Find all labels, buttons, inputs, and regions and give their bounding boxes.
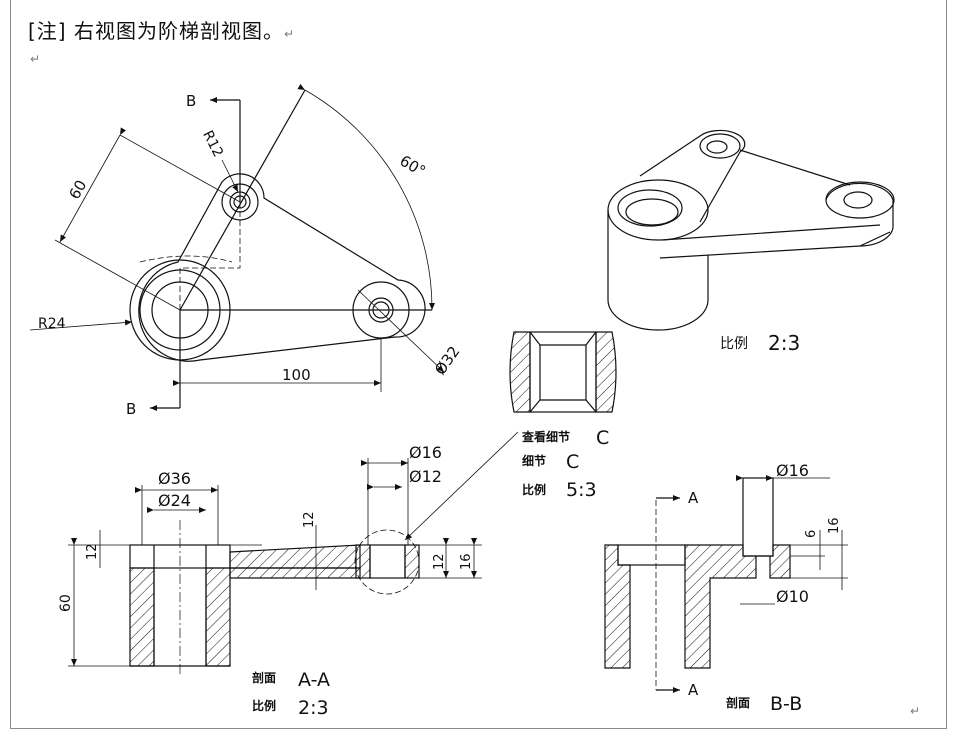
section-a-a: Ø36 Ø24 Ø16 Ø12 12 60 12 12 16 剖面 A-A 比例… [58, 443, 482, 719]
bb-counterbore [617, 544, 686, 566]
bb-dim-d10: Ø10 [776, 587, 809, 606]
section-bb-title-label: 剖面 [726, 695, 750, 710]
iso-right-boss [825, 182, 894, 247]
dim-d16-aa: Ø16 [409, 443, 442, 462]
paragraph-mark-3: ↵ [910, 704, 921, 718]
dim-16-right: 16 [459, 553, 474, 570]
iso-arm-edge [739, 149, 851, 186]
dim-12-left: 12 [85, 543, 100, 560]
bb-dim-6: 6 [804, 530, 819, 538]
section-aa-scale-label: 比例 [252, 698, 276, 713]
bb-dim-d16: Ø16 [776, 461, 809, 480]
section-bb-title-value: B-B [770, 693, 802, 715]
detail-c-view: 查看细节 C 细节 C 比例 5:3 [404, 331, 617, 541]
iso-scale-value: 2:3 [768, 331, 800, 355]
see-detail-letter: C [596, 427, 609, 449]
dim-d24: Ø24 [158, 491, 191, 510]
section-label-b-top: B [186, 92, 196, 110]
bb-dim-16: 16 [827, 517, 842, 534]
aa-web-lower [229, 567, 361, 579]
section-aa-title-label: 剖面 [252, 670, 276, 685]
dim-angle: 60° [397, 152, 429, 181]
detail-c-left-wall [509, 331, 531, 413]
aa-left-wall [129, 567, 155, 667]
bb-label-a-top: A [688, 489, 699, 507]
dim60-ext-2 [54, 239, 181, 311]
hidden-edge [139, 255, 233, 263]
dim-d12-aa: Ø12 [409, 467, 442, 486]
dim60-line [59, 127, 127, 243]
section-aa-scale-value: 2:3 [298, 697, 329, 719]
dim60-ext-1 [119, 134, 241, 203]
detail-c-bore [529, 331, 597, 413]
dim-60: 60 [65, 177, 90, 202]
dim-12-mid: 12 [302, 511, 317, 528]
angle-leg [179, 89, 306, 311]
iso-bore-inner [625, 198, 679, 226]
iso-bore [617, 189, 683, 227]
aa-right-wall [205, 567, 231, 667]
paragraph-mark-2: ↵ [30, 52, 41, 66]
detail-c-leader [404, 431, 519, 541]
detail-scale-label: 比例 [522, 482, 546, 497]
iso-upper-arm [639, 129, 746, 223]
r12-leader [221, 159, 239, 193]
aa-web [229, 544, 361, 569]
note-line: [注] 右视图为阶梯剖视图。↵ [28, 15, 295, 44]
dim-r12: R12 [199, 128, 226, 160]
bb-right-body [684, 544, 791, 669]
dim-60-aa: 60 [58, 594, 74, 612]
section-aa-title-value: A-A [298, 669, 330, 691]
dim-12-right: 12 [432, 553, 447, 570]
top-view: B B R12 60 60° R24 100 Ø32 [29, 83, 464, 418]
bb-label-a-bottom: A [688, 681, 699, 699]
section-b-b: Ø16 6 16 Ø10 A A 剖面 B-B [604, 461, 848, 715]
aa-boss-bore [369, 544, 406, 579]
dim-d36: Ø36 [158, 469, 191, 488]
detail-letter: C [566, 451, 579, 473]
paragraph-mark: ↵ [283, 27, 296, 41]
section-label-b-bottom: B [126, 400, 136, 418]
note-text: [注] 右视图为阶梯剖视图。 [28, 19, 284, 43]
angle-dim-arc [297, 83, 436, 311]
iso-upper-hole [706, 140, 728, 154]
d32-leader [357, 289, 445, 373]
dim-d32: Ø32 [431, 343, 463, 379]
r24-leader [29, 319, 133, 331]
iso-upper-boss [699, 133, 741, 159]
detail-scale-value: 5:3 [566, 479, 597, 501]
iso-cylinder-top [607, 179, 709, 241]
iso-right-hole [843, 191, 873, 209]
iso-scale-label: 比例 [720, 336, 748, 352]
document-page-frame [10, 0, 947, 729]
detail-c-right-wall [595, 331, 617, 413]
aa-boss-left [355, 544, 371, 579]
isometric-view: 比例 2:3 [607, 129, 895, 355]
dim-r24: R24 [38, 316, 66, 332]
top-view-outline [138, 173, 426, 362]
dim-100: 100 [282, 366, 311, 384]
iso-cylinder-body [607, 210, 709, 331]
section-path [179, 202, 241, 310]
detail-c-marker [354, 529, 420, 595]
bb-upper-boss [742, 477, 774, 557]
iso-right-boss-top [825, 181, 895, 219]
see-detail-label: 查看细节 [521, 429, 570, 444]
detail-c-chamfers [529, 331, 597, 413]
detail-label: 细节 [522, 453, 546, 468]
